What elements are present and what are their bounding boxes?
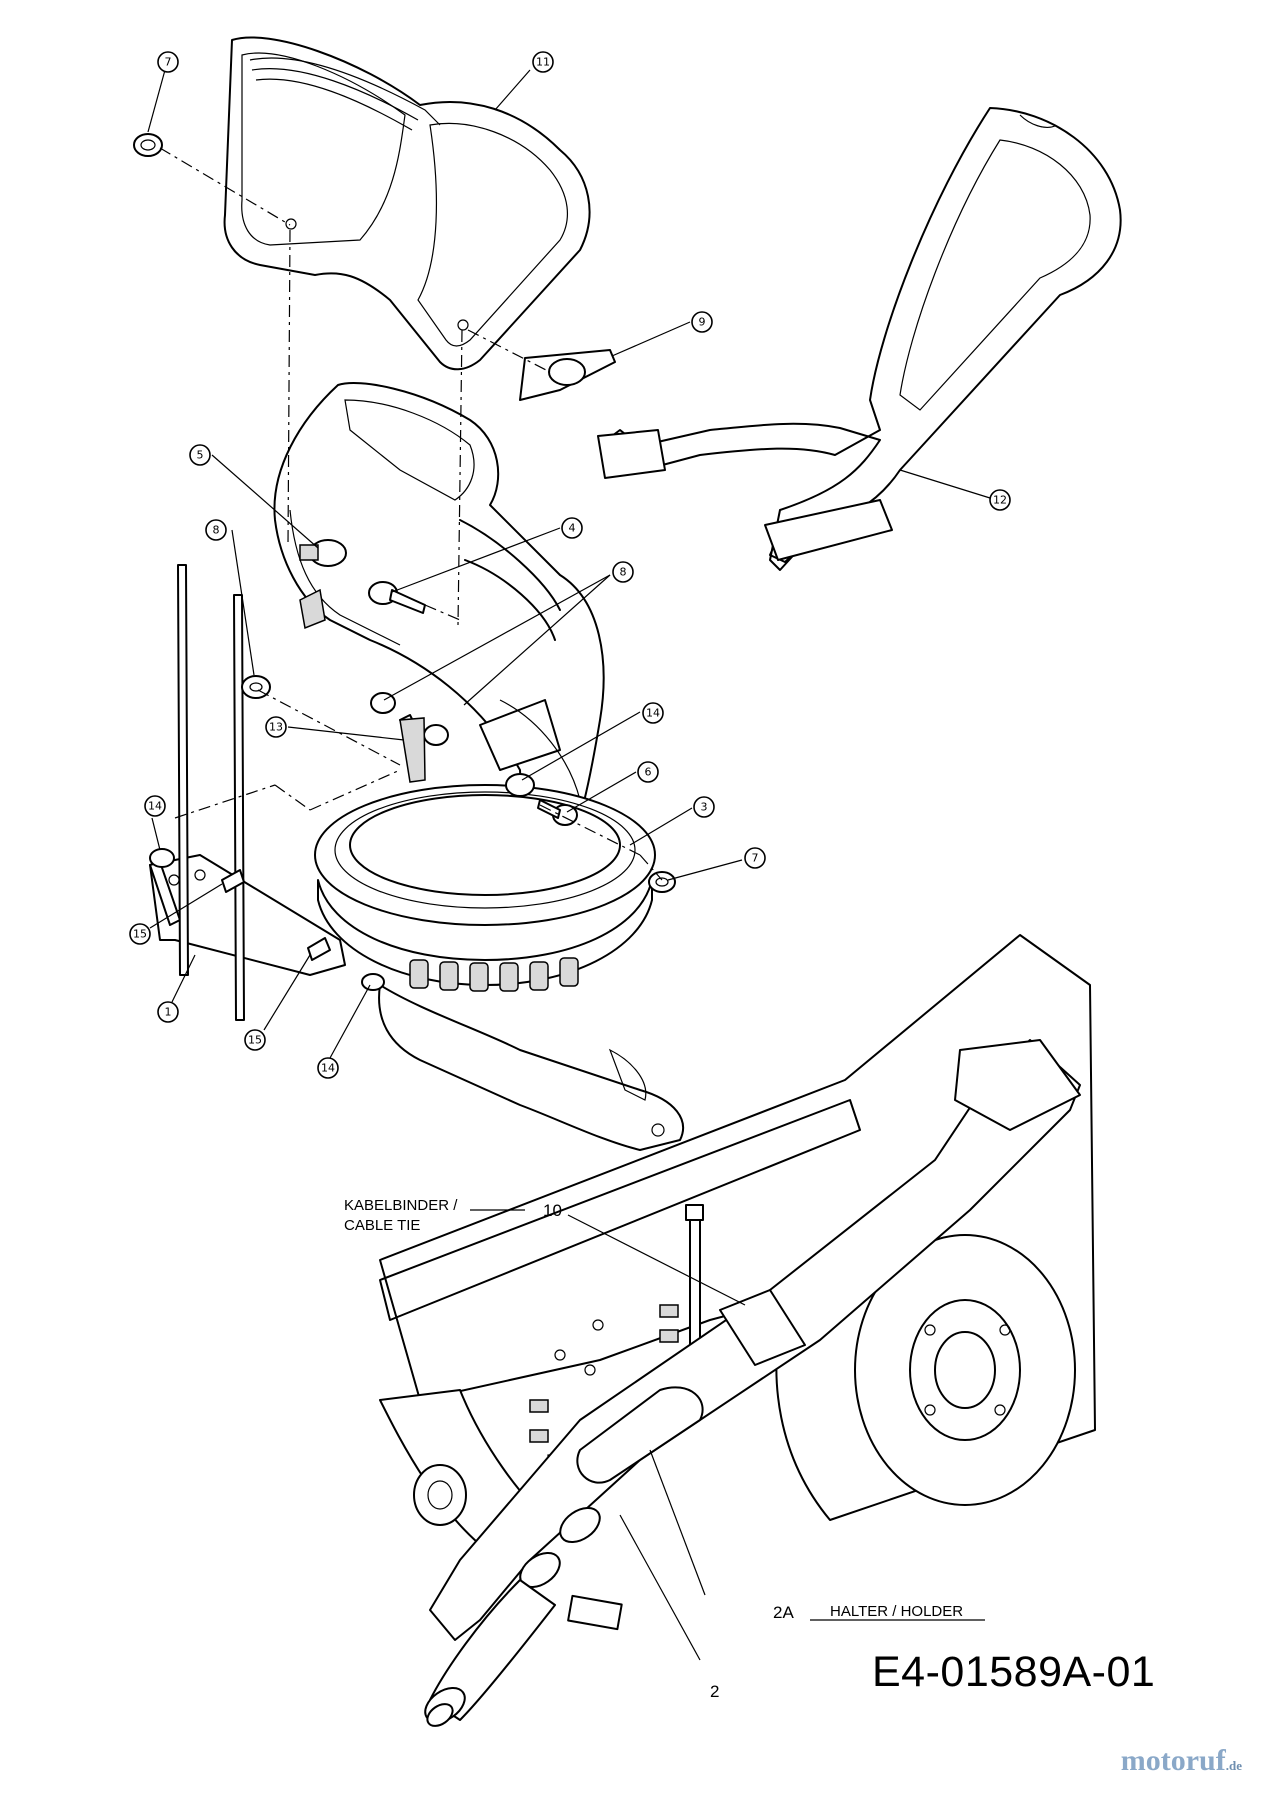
callout-label: 7 — [752, 852, 759, 865]
watermark-suffix: .de — [1225, 1758, 1242, 1773]
callout-4: 4 — [561, 517, 583, 539]
deflector-part — [223, 36, 591, 371]
handle-part — [597, 107, 1122, 571]
callout-5: 5 — [189, 444, 211, 466]
callout-8-left: 8 — [205, 519, 227, 541]
part-10-label: 10 — [543, 1201, 562, 1220]
callout-15-bottom: 15 — [244, 1029, 266, 1051]
callout-label: 5 — [197, 449, 204, 462]
callout-label: 14 — [148, 800, 162, 813]
callout-3: 3 — [693, 796, 715, 818]
callout-7-top: 7 — [157, 51, 179, 73]
leader-lines — [147, 69, 991, 1661]
holder-label: HALTER / HOLDER — [830, 1603, 963, 1620]
callout-label: 11 — [536, 56, 550, 69]
callout-label: 14 — [321, 1062, 335, 1075]
control-rods — [177, 564, 245, 1021]
callout-label: 9 — [699, 316, 706, 329]
callout-label: 12 — [993, 494, 1007, 507]
watermark-logo: motoruf.de — [1121, 1744, 1242, 1778]
callout-label: 8 — [213, 524, 220, 537]
callout-label: 4 — [569, 522, 576, 535]
callout-label: 14 — [646, 707, 660, 720]
chute-ring — [314, 784, 656, 992]
callout-label: 13 — [269, 721, 283, 734]
drawing-number: E4-01589A-01 — [872, 1648, 1156, 1696]
auger-housing — [379, 934, 1096, 1561]
callout-label: 15 — [248, 1034, 262, 1047]
callout-11: 11 — [532, 51, 554, 73]
callout-label: 7 — [165, 56, 172, 69]
crank-handle — [424, 1039, 1081, 1727]
hardware — [133, 133, 676, 991]
callout-12: 12 — [989, 489, 1011, 511]
callout-14-center: 14 — [642, 702, 664, 724]
part-2a-label: 2A — [773, 1603, 794, 1622]
callout-label: 3 — [701, 801, 708, 814]
callout-6: 6 — [637, 761, 659, 783]
callout-label: 6 — [645, 766, 652, 779]
watermark-name: motoruf — [1120, 1744, 1226, 1777]
chute-part — [273, 382, 605, 886]
callout-1: 1 — [157, 1001, 179, 1023]
cable-tie-label-en: CABLE TIE — [344, 1217, 420, 1234]
callout-7-right: 7 — [744, 847, 766, 869]
callout-15-left: 15 — [129, 923, 151, 945]
callout-14-left: 14 — [144, 795, 166, 817]
callout-8-center: 8 — [612, 561, 634, 583]
callout-label: 15 — [133, 928, 147, 941]
callout-9: 9 — [691, 311, 713, 333]
callout-13: 13 — [265, 716, 287, 738]
callout-label: 8 — [620, 566, 627, 579]
callout-14-bottom: 14 — [317, 1057, 339, 1079]
callout-label: 1 — [165, 1006, 172, 1019]
chute-base — [378, 984, 685, 1151]
cable-tie-label-de: KABELBINDER / — [344, 1197, 458, 1214]
part-2-label: 2 — [710, 1682, 719, 1701]
assembly-lines — [159, 147, 761, 1321]
